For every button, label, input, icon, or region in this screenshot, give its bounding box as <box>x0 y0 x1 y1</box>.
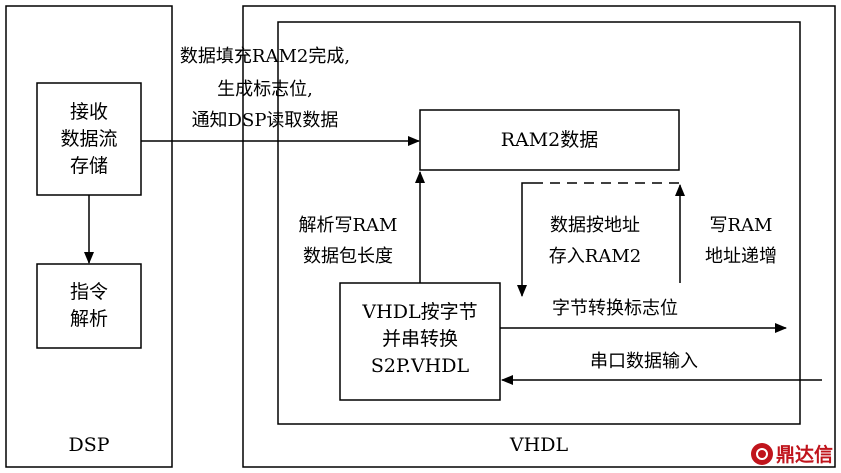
vhdl-inner-frame <box>277 21 801 425</box>
byte-flag-label: 字节转换标志位 <box>552 298 678 319</box>
store-addr-label-1: 数据按地址 <box>550 215 640 236</box>
receive-line-3: 存储 <box>69 155 108 177</box>
ram-full-label-1: 数据填充RAM2完成, <box>179 46 351 67</box>
logo-mark-icon <box>750 442 773 465</box>
command-line-2: 解析 <box>69 308 108 330</box>
s2p-line-2: 并串转换 <box>381 328 458 350</box>
parse-len-label-2: 数据包长度 <box>303 246 393 267</box>
receive-line-2: 数据流 <box>60 128 118 150</box>
receive-line-1: 接收 <box>69 101 108 123</box>
arrow-store-into-ram <box>517 182 533 297</box>
ram2-box-text: RAM2数据 <box>500 129 599 151</box>
store-addr-label-2: 存入RAM2 <box>548 246 642 267</box>
addr-inc-label-1: 写RAM <box>709 215 773 236</box>
ram-full-label-2: 生成标志位, <box>217 79 313 100</box>
dsp-container <box>5 5 173 468</box>
ram-full-label-3: 通知DSP读取数据 <box>191 110 339 131</box>
vhdl-label: VHDL <box>509 434 569 456</box>
s2p-line-1: VHDL按字节 <box>362 301 478 323</box>
dsp-label: DSP <box>68 434 110 456</box>
command-parse-box <box>36 263 142 349</box>
command-line-1: 指令 <box>69 281 108 303</box>
ram2-box <box>419 109 680 171</box>
addr-inc-label-2: 地址递增 <box>705 246 777 267</box>
serial-in-label: 串口数据输入 <box>590 351 698 372</box>
watermark-text: 鼎达信 <box>775 444 833 466</box>
s2p-line-3: S2P.VHDL <box>370 355 470 377</box>
watermark-logo: 鼎达信 <box>750 440 833 467</box>
vhdl-container <box>242 5 836 468</box>
parse-len-label-1: 解析写RAM <box>298 215 398 236</box>
